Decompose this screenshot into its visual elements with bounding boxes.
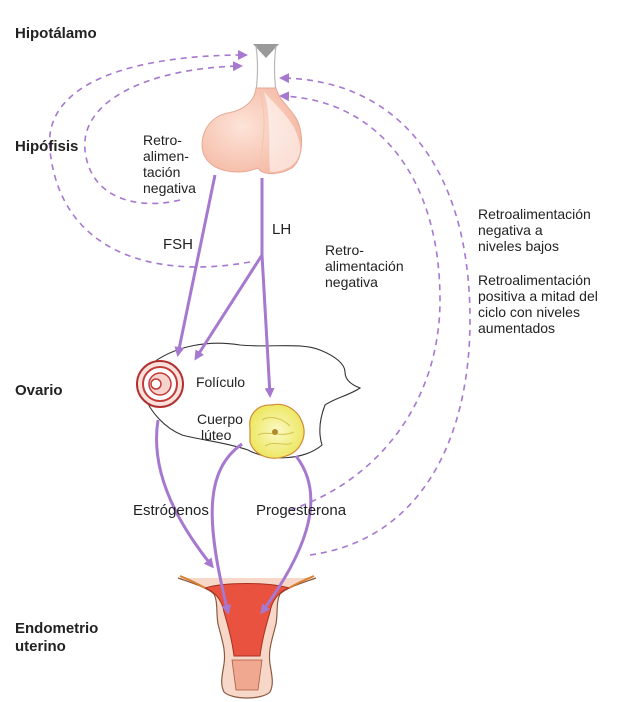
feedback-right1-line1: Retroalimentación (478, 206, 591, 222)
label-progesterone: Progesterona (256, 503, 346, 519)
label-endometrium-line2: uterino (15, 638, 66, 655)
label-corpus-line2: lúteo (201, 427, 231, 443)
feedback-right1-line3: niveles bajos (478, 238, 559, 254)
label-corpus-line1: Cuerpo (197, 411, 243, 427)
label-pituitary: Hipófisis (15, 138, 78, 155)
label-hypothalamus: Hipotálamo (15, 25, 97, 42)
label-follicle: Folículo (196, 374, 245, 390)
feedback-middle-line3: negativa (325, 274, 378, 290)
corpus-luteum-shape (250, 404, 304, 458)
label-fsh: FSH (163, 237, 193, 253)
feedback-right2-line4: aumentados (478, 320, 555, 336)
feedback-right2-line2: positiva a mitad del (478, 288, 598, 304)
hypothalamus-shape (253, 44, 279, 92)
pituitary-gland (202, 88, 302, 174)
label-estrogens: Estrógenos (133, 503, 209, 519)
label-ovary: Ovario (15, 382, 63, 399)
feedback-left-line2: alimen- (143, 148, 189, 164)
label-lh: LH (272, 222, 291, 238)
feedback-right1-line2: negativa a (478, 222, 543, 238)
feedback-middle-line2: alimentación (325, 258, 404, 274)
feedback-right2-line1: Retroalimentación (478, 272, 591, 288)
feedback-left-line4: negativa (143, 180, 196, 196)
label-endometrium-line1: Endometrio (15, 620, 98, 637)
follicle-shape (137, 361, 183, 407)
feedback-left-line1: Retro- (143, 132, 182, 148)
uterus-shape (178, 576, 316, 698)
feedback-middle-line1: Retro- (325, 242, 364, 258)
feedback-right2-line3: ciclo con niveles (478, 304, 580, 320)
feedback-left-line3: tación (143, 164, 180, 180)
